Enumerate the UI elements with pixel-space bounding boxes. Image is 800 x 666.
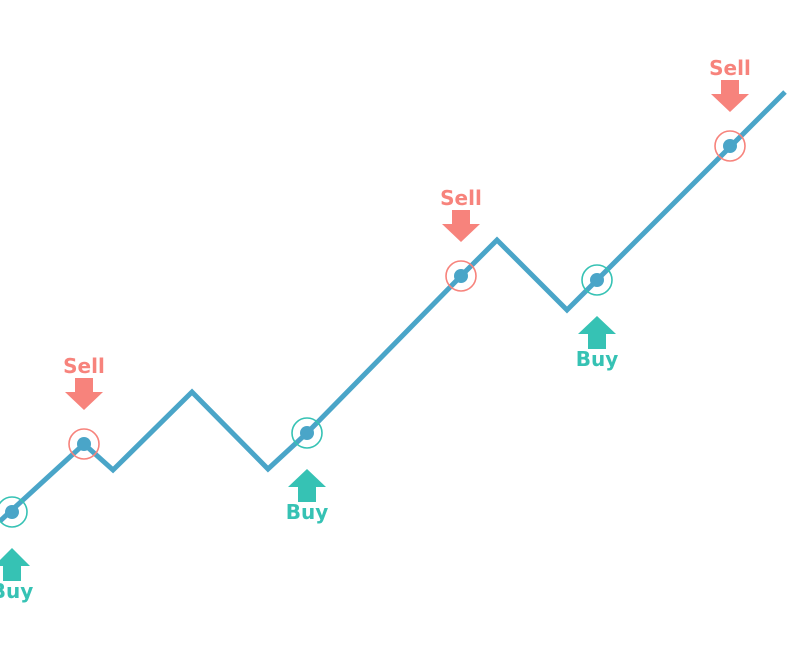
- sell-label: Sell: [440, 186, 482, 210]
- sell-signal: Sell: [440, 186, 482, 292]
- buy-arrow-icon: [288, 469, 326, 502]
- buy-point-dot: [5, 505, 19, 519]
- buy-point-ring: [581, 264, 613, 296]
- sell-point-dot: [454, 269, 468, 283]
- sell-label: Sell: [709, 56, 751, 80]
- sell-point-ring: [68, 428, 100, 460]
- sell-signal: Sell: [63, 354, 105, 460]
- price-trend-line: [0, 90, 787, 523]
- buy-label: Buy: [286, 500, 329, 524]
- buy-label: Buy: [0, 579, 33, 603]
- buy-arrow-icon: [0, 548, 30, 581]
- buy-point-ring: [0, 496, 28, 528]
- buy-point-dot: [590, 273, 604, 287]
- buy-arrow-icon: [578, 316, 616, 349]
- sell-point-dot: [77, 437, 91, 451]
- buy-signal: Buy: [286, 417, 329, 524]
- sell-arrow-icon: [65, 378, 103, 410]
- buy-label: Buy: [576, 347, 619, 371]
- buy-signal: Buy: [576, 264, 619, 371]
- sell-point-dot: [723, 139, 737, 153]
- buy-point-ring: [291, 417, 323, 449]
- sell-arrow-icon: [442, 210, 480, 242]
- buy-signal: Buy: [0, 496, 33, 603]
- sell-arrow-icon: [711, 80, 749, 112]
- sell-signal: Sell: [709, 56, 751, 162]
- sell-point-ring: [445, 260, 477, 292]
- sell-point-ring: [714, 130, 746, 162]
- sell-label: Sell: [63, 354, 105, 378]
- buy-point-dot: [300, 426, 314, 440]
